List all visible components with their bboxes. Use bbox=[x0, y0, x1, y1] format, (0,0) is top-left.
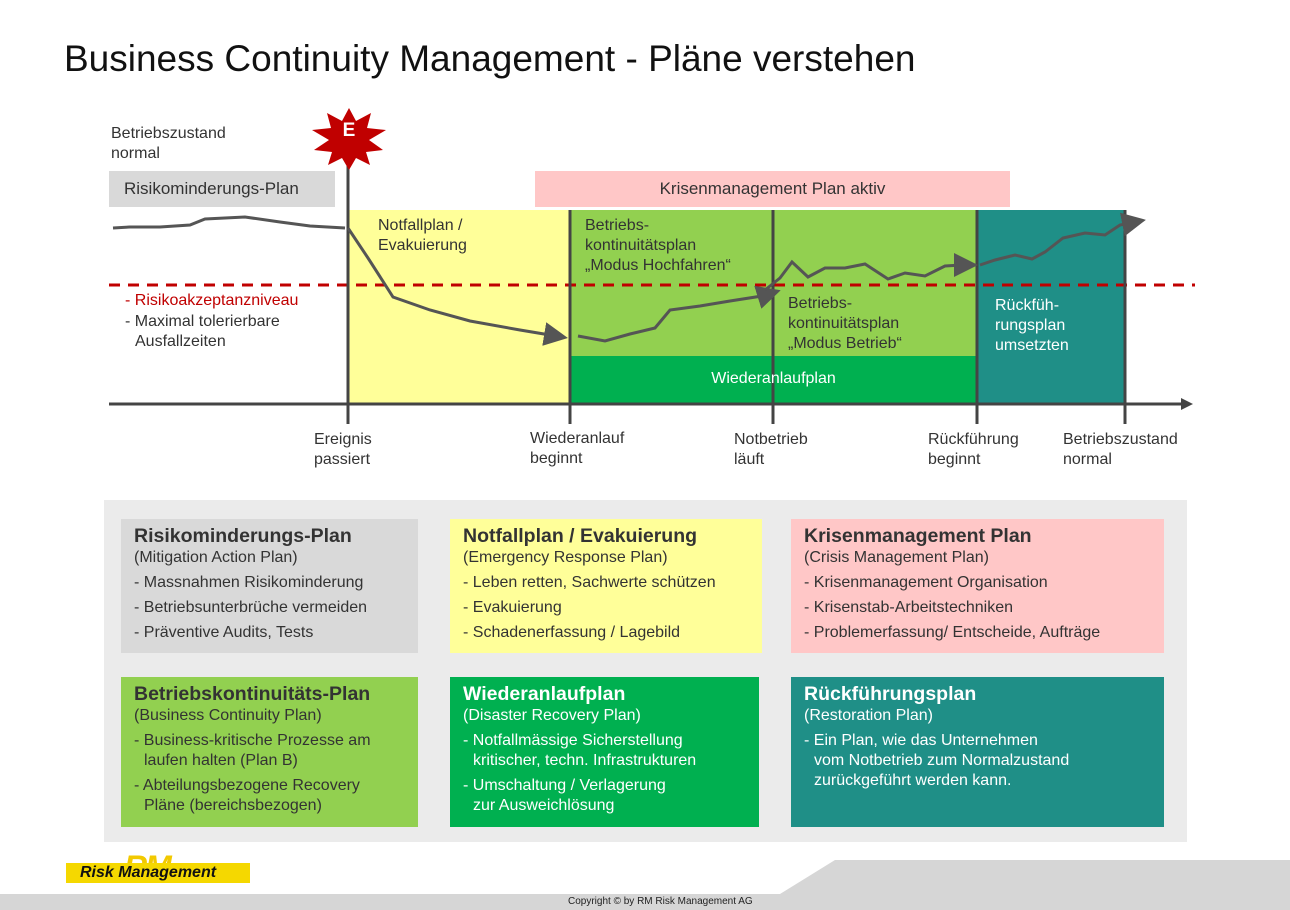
plan-item: - Krisenstab-Arbeitstechniken bbox=[804, 599, 1013, 616]
plan-subtitle: (Disaster Recovery Plan) bbox=[463, 707, 641, 724]
performance-curve-operation bbox=[764, 253, 978, 292]
footer-band bbox=[0, 860, 1290, 910]
state-start-line-2: normal bbox=[111, 145, 160, 162]
milestone-restart-line-1: Wiederanlauf bbox=[530, 430, 625, 447]
event-star-icon bbox=[312, 108, 386, 170]
milestone-normal-label: Betriebszustand normal bbox=[1063, 430, 1178, 470]
plan-title: Krisenmanagement Plan bbox=[804, 525, 1032, 547]
milestone-normal-line-1: Betriebszustand bbox=[1063, 431, 1178, 448]
plan-title: Risikominderungs-Plan bbox=[134, 525, 352, 547]
plan-card-crisis: Krisenmanagement Plan (Crisis Management… bbox=[791, 519, 1164, 653]
bc-startup-line-2: kontinuitätsplan bbox=[585, 237, 697, 254]
plan-item: Pläne (bereichsbezogen) bbox=[144, 797, 322, 814]
bc-startup-line-1: Betriebs- bbox=[585, 217, 650, 234]
milestone-normal-line-2: normal bbox=[1063, 451, 1112, 468]
crisis-management-bar bbox=[535, 171, 1010, 207]
mitigation-plan-bar bbox=[109, 171, 335, 207]
plan-title: Betriebskontinuitäts-Plan bbox=[134, 683, 371, 705]
plan-item: - Leben retten, Sachwerte schützen bbox=[463, 574, 716, 591]
state-start-line-1: Betriebszustand bbox=[111, 125, 226, 142]
company-logo: RM Risk Management bbox=[66, 849, 252, 885]
plan-item: - Ein Plan, wie das Unternehmen bbox=[804, 732, 1038, 749]
plan-item: zurückgeführt werden kann. bbox=[814, 772, 1012, 789]
milestone-restart-line-2: beginnt bbox=[530, 450, 583, 467]
plan-title: Notfallplan / Evakuierung bbox=[463, 525, 698, 547]
restoration-line-1: Rückfüh- bbox=[995, 297, 1060, 314]
restoration-band bbox=[977, 210, 1125, 404]
bc-operation-line-1: Betriebs- bbox=[788, 295, 853, 312]
state-start-label: Betriebszustand normal bbox=[111, 124, 226, 164]
milestone-return-line-2: beginnt bbox=[928, 451, 981, 468]
plan-item: - Krisenmanagement Organisation bbox=[804, 574, 1048, 591]
plan-item: - Präventive Audits, Tests bbox=[134, 624, 314, 641]
plan-title: Wiederanlaufplan bbox=[463, 683, 626, 705]
recovery-bar-label: Wiederanlaufplan bbox=[711, 370, 836, 387]
plan-item: laufen halten (Plan B) bbox=[144, 752, 298, 769]
page-title: Business Continuity Management - Pläne v… bbox=[64, 38, 916, 79]
plan-title: Rückführungsplan bbox=[804, 683, 977, 705]
tolerable-downtime-line-1: - Maximal tolerierbare bbox=[125, 313, 280, 330]
plan-card-emergency: Notfallplan / Evakuierung (Emergency Res… bbox=[450, 519, 762, 653]
restoration-line-2: rungsplan bbox=[995, 317, 1066, 334]
plan-subtitle: (Business Continuity Plan) bbox=[134, 707, 322, 724]
event-badge: E bbox=[342, 120, 356, 141]
logo-text: Risk Management bbox=[80, 864, 217, 881]
plan-item: - Notfallmässige Sicherstellung bbox=[463, 732, 683, 749]
performance-curve-restoration bbox=[979, 212, 1146, 267]
milestone-return-label: Rückführung beginnt bbox=[928, 430, 1019, 470]
performance-curve-normal bbox=[112, 215, 346, 230]
plan-item: - Umschaltung / Verlagerung bbox=[463, 777, 666, 794]
plan-item: - Business-kritische Prozesse am bbox=[134, 732, 371, 749]
bc-operation-line-2: kontinuitätsplan bbox=[788, 315, 900, 332]
logo-underline bbox=[66, 863, 250, 883]
plan-item: kritischer, techn. Infrastrukturen bbox=[473, 752, 697, 769]
plan-subtitle: (Mitigation Action Plan) bbox=[134, 549, 298, 566]
plan-card-continuity: Betriebskontinuitäts-Plan (Business Cont… bbox=[121, 677, 418, 827]
plan-subtitle: (Crisis Management Plan) bbox=[804, 549, 989, 566]
milestone-emergency-op-line-2: läuft bbox=[734, 451, 765, 468]
milestone-restart-label: Wiederanlauf beginnt bbox=[530, 429, 624, 469]
risk-acceptance-label: - Risikoakzeptanzniveau bbox=[125, 292, 299, 309]
mitigation-plan-label: Risikominderungs-Plan bbox=[124, 179, 299, 198]
plan-card-recovery: Wiederanlaufplan (Disaster Recovery Plan… bbox=[450, 677, 759, 827]
plan-item: - Evakuierung bbox=[463, 599, 562, 616]
plan-item: vom Notbetrieb zum Normalzustand bbox=[814, 752, 1070, 769]
restoration-line-3: umsetzten bbox=[995, 337, 1069, 354]
milestone-event-line-1: Ereignis bbox=[314, 431, 372, 448]
restoration-band-label: Rückfüh- rungsplan umsetzten bbox=[995, 296, 1069, 356]
milestone-emergency-op-label: Notbetrieb läuft bbox=[734, 430, 808, 470]
bc-operation-label: Betriebs- kontinuitätsplan „Modus Betrie… bbox=[788, 294, 902, 354]
copyright-text: Copyright © by RM Risk Management AG bbox=[568, 896, 753, 907]
plan-item: - Schadenerfassung / Lagebild bbox=[463, 624, 681, 641]
milestone-event-label: Ereignis passiert bbox=[314, 430, 372, 470]
plan-card-restoration: Rückführungsplan (Restoration Plan) - Ei… bbox=[791, 677, 1164, 827]
plan-item: zur Ausweichlösung bbox=[473, 797, 615, 814]
bc-startup-label: Betriebs- kontinuitätsplan „Modus Hochfa… bbox=[585, 216, 731, 276]
emergency-band-label: Notfallplan / Evakuierung bbox=[378, 216, 467, 256]
tolerable-downtime-line-2: Ausfallzeiten bbox=[135, 333, 226, 350]
plan-card-mitigation: Risikominderungs-Plan (Mitigation Action… bbox=[121, 519, 418, 653]
emergency-band-line-2: Evakuierung bbox=[378, 237, 467, 254]
bc-startup-line-3: „Modus Hochfahren“ bbox=[585, 257, 731, 274]
plan-item: - Betriebsunterbrüche vermeiden bbox=[134, 599, 368, 616]
performance-curve-recovery bbox=[577, 285, 781, 343]
milestone-return-line-1: Rückführung bbox=[928, 431, 1019, 448]
crisis-bar-label: Krisenmanagement Plan aktiv bbox=[659, 179, 886, 198]
plan-item: - Problemerfassung/ Entscheide, Aufträge bbox=[804, 624, 1101, 641]
plan-item: - Massnahmen Risikominderung bbox=[134, 574, 364, 591]
time-axis-arrow bbox=[1181, 398, 1193, 410]
plan-subtitle: (Emergency Response Plan) bbox=[463, 549, 668, 566]
milestone-emergency-op-line-1: Notbetrieb bbox=[734, 431, 808, 448]
emergency-band-line-1: Notfallplan / bbox=[378, 217, 463, 234]
plan-subtitle: (Restoration Plan) bbox=[804, 707, 933, 724]
plan-item: - Abteilungsbezogene Recovery bbox=[134, 777, 360, 794]
emergency-band bbox=[348, 210, 570, 404]
tolerable-downtime-label: - Maximal tolerierbare Ausfallzeiten bbox=[125, 312, 280, 352]
performance-curve-drop bbox=[346, 227, 568, 346]
milestone-event-line-2: passiert bbox=[314, 451, 371, 468]
bc-operation-line-3: „Modus Betrieb“ bbox=[788, 335, 902, 352]
